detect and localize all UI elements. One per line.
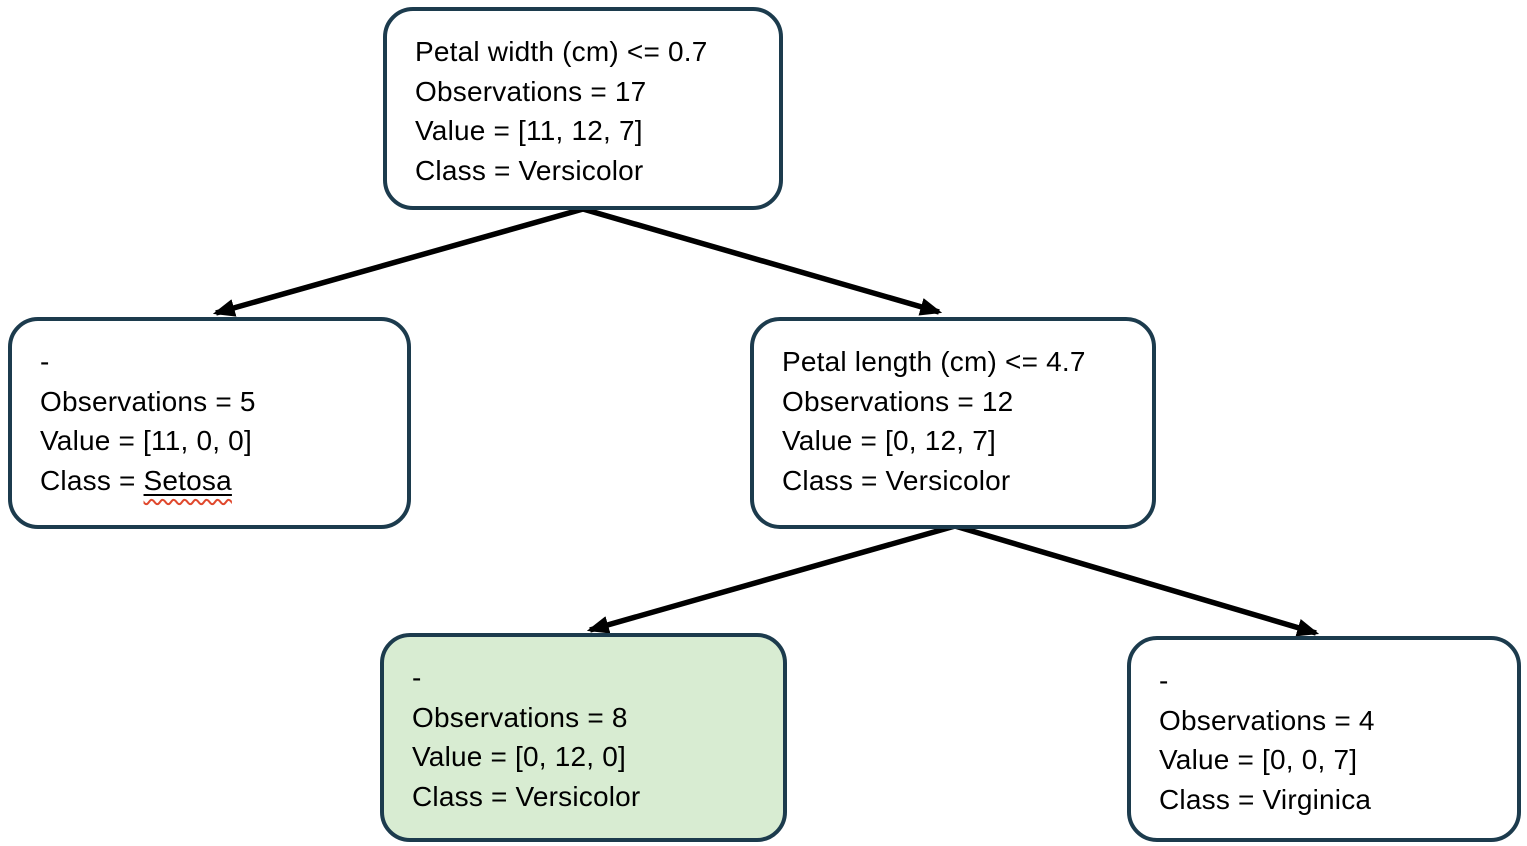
edge-root-to-setosa-leaf xyxy=(212,206,584,317)
node-line-value: Value = [0, 12, 0] xyxy=(412,741,627,772)
node-line-observations: Observations = 5 xyxy=(40,385,256,417)
node-line-class: Class = Versicolor xyxy=(415,154,644,186)
node-line-condition: Petal length (cm) <= 4.7 xyxy=(782,346,1086,377)
node-line-value: Value = [0, 12, 7] xyxy=(782,425,997,456)
node-line-observations: Observations = 8 xyxy=(412,701,628,733)
node-line-condition: - xyxy=(1159,665,1169,696)
node-line-value: Value = [11, 0, 0] xyxy=(40,425,252,456)
node-line-condition: - xyxy=(40,346,50,377)
tree-node-root: Petal width (cm) <= 0.7 Observations = 1… xyxy=(383,7,783,210)
tree-node-petal-length-split: Petal length (cm) <= 4.7 Observations = … xyxy=(750,317,1156,529)
tree-node-versicolor-leaf: - Observations = 8 Value = [0, 12, 0] Cl… xyxy=(380,633,787,842)
node-line-observations: Observations = 12 xyxy=(782,385,1014,417)
edge-petal-length-split-to-virginica-leaf xyxy=(954,523,1320,637)
edge-petal-length-split-to-versicolor-leaf xyxy=(586,523,956,634)
tree-node-setosa-leaf: - Observations = 5 Value = [11, 0, 0] Cl… xyxy=(8,317,411,529)
node-line-condition: - xyxy=(412,662,422,693)
node-line-class: Class = Virginica xyxy=(1159,783,1372,815)
class-label: Class = xyxy=(40,464,144,496)
misspelled-word: Setosa xyxy=(144,465,232,496)
node-line-class: Class = Versicolor xyxy=(782,464,1011,496)
node-line-class: Class = Versicolor xyxy=(412,780,641,812)
tree-node-virginica-leaf: - Observations = 4 Value = [0, 0, 7] Cla… xyxy=(1127,636,1521,842)
node-line-condition: Petal width (cm) <= 0.7 xyxy=(415,36,708,67)
node-line-class: Class = Setosa xyxy=(40,461,389,501)
node-line-observations: Observations = 4 xyxy=(1159,704,1375,736)
node-line-observations: Observations = 17 xyxy=(415,75,647,107)
edge-root-to-petal-length-split xyxy=(582,206,943,316)
node-line-value: Value = [0, 0, 7] xyxy=(1159,744,1358,775)
node-line-value: Value = [11, 12, 7] xyxy=(415,115,643,146)
class-value: Setosa xyxy=(143,464,232,496)
